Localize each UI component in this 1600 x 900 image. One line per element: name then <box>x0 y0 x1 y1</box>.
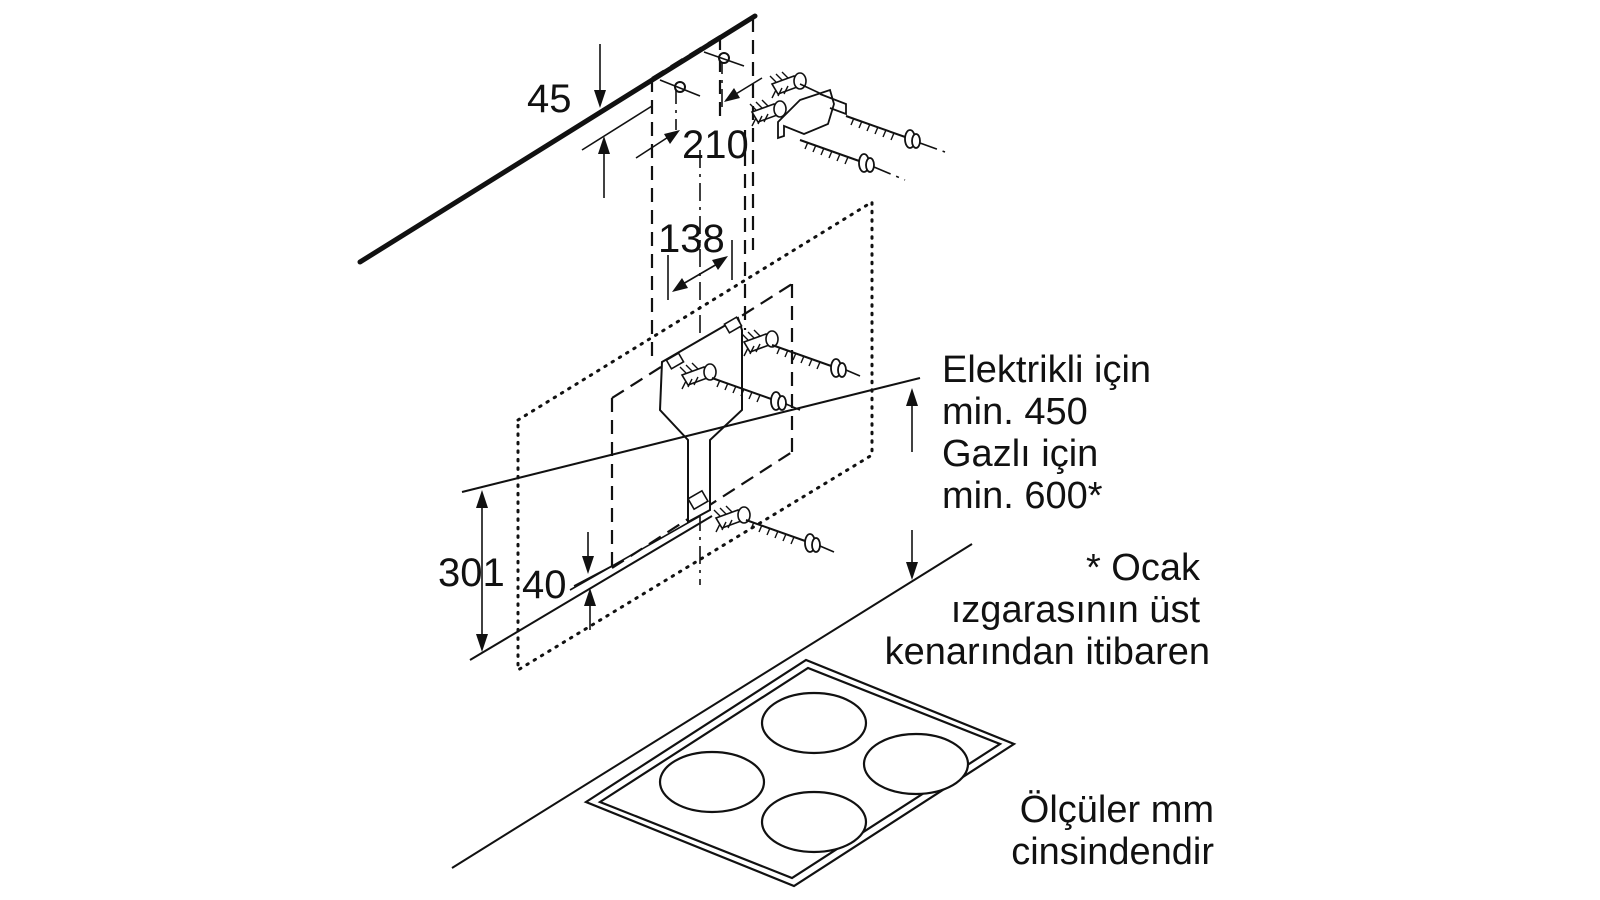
units-line-2: cinsindendir <box>1011 831 1214 873</box>
footnote-line-1: * Ocak <box>1086 547 1201 589</box>
dim-138: 138 <box>658 217 733 300</box>
top-hardware <box>749 71 946 181</box>
burner-4 <box>760 790 868 854</box>
clearance-line-4: min. 600* <box>942 475 1103 517</box>
dim-301-label: 301 <box>438 551 505 595</box>
dim-clearance <box>906 388 918 580</box>
dim-138-label: 138 <box>658 217 725 261</box>
burner-2 <box>862 732 970 796</box>
dim-40-label: 40 <box>522 563 567 607</box>
cooktop <box>583 658 1017 888</box>
footnote-line-2: ızgarasının üst <box>951 589 1201 631</box>
bracket-slots <box>665 316 743 511</box>
hood-template-outline <box>516 199 874 673</box>
dim-45-label: 45 <box>527 77 572 121</box>
clearance-line-2: min. 450 <box>942 391 1088 433</box>
burner-3 <box>658 750 766 814</box>
dim-210-label: 210 <box>682 123 749 167</box>
burner-1 <box>760 691 868 755</box>
dim-45: 45 <box>527 44 653 198</box>
upper-duct-outline <box>650 35 747 585</box>
units-note: Ölçüler mm cinsindendir <box>1011 789 1214 873</box>
clearance-line-3: Gazlı için <box>942 433 1098 475</box>
clearance-note: Elektrikli için min. 450 Gazlı için min.… <box>942 349 1151 517</box>
dim-301: 301 <box>438 490 505 652</box>
countertop-line <box>451 543 973 869</box>
top-mount-points <box>659 51 745 97</box>
dim-40: 40 <box>522 515 701 630</box>
ceiling-line <box>357 13 758 265</box>
units-line-1: Ölçüler mm <box>1020 789 1214 831</box>
clearance-line-1: Elektrikli için <box>942 349 1151 391</box>
footnote: * Ocak ızgarasının üst kenarından itibar… <box>885 547 1210 673</box>
upper-hood-line <box>461 377 921 493</box>
dim-210: 210 <box>635 77 763 167</box>
footnote-line-3: kenarından itibaren <box>885 631 1210 673</box>
lower-hood-line <box>469 515 713 661</box>
